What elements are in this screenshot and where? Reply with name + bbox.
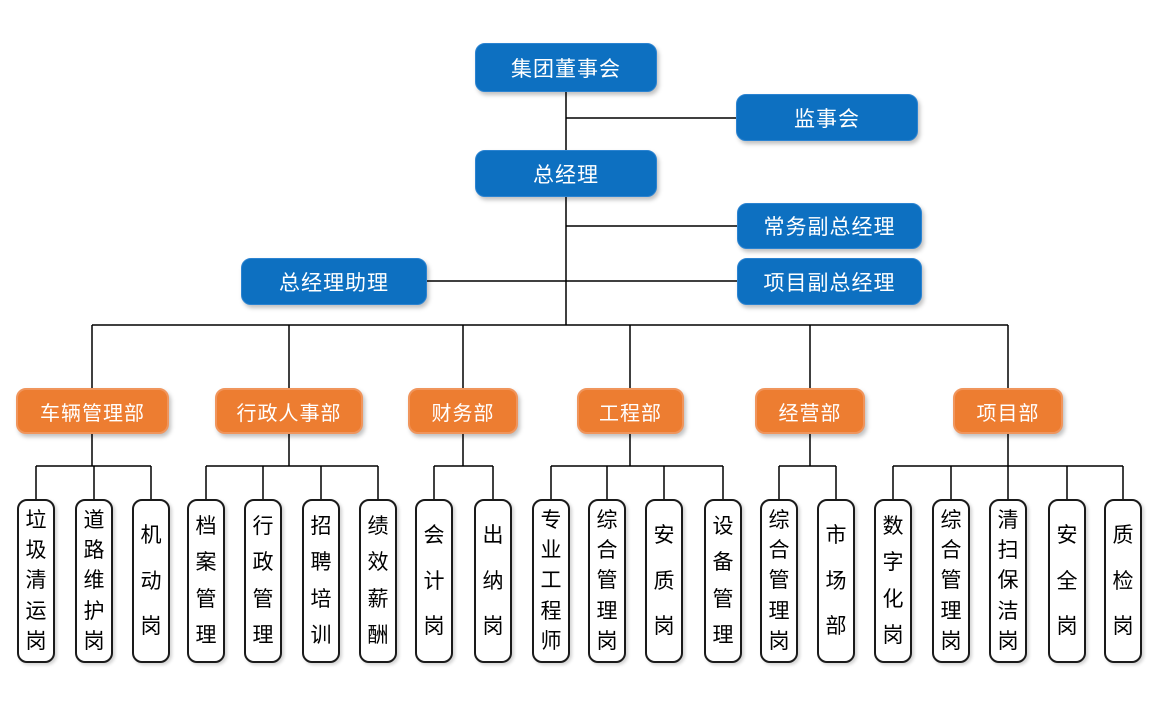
pos-cashier: 出纳岗: [474, 499, 512, 663]
pos-label: 绩效薪酬: [367, 515, 389, 647]
pos-market-department: 市场部: [817, 499, 855, 663]
pos-archives-management: 档案管理: [187, 499, 225, 663]
dept-admin-hr: 行政人事部: [215, 388, 363, 434]
pos-admin-management: 行政管理: [244, 499, 282, 663]
pos-label: 综合管理岗: [768, 509, 790, 653]
pos-accounting: 会计岗: [415, 499, 453, 663]
pos-performance-compensation: 绩效薪酬: [359, 499, 397, 663]
pos-label: 道路维护岗: [83, 509, 105, 653]
pos-recruitment-training: 招聘培训: [302, 499, 340, 663]
pos-professional-engineer: 专业工程师: [532, 499, 570, 663]
node-supervisory-board: 监事会: [736, 94, 918, 141]
pos-label: 综合管理岗: [596, 509, 618, 653]
node-general-manager-assistant: 总经理助理: [241, 258, 427, 305]
pos-label: 安质岗: [653, 524, 675, 638]
pos-safety: 安全岗: [1048, 499, 1086, 663]
pos-quality-inspection: 质检岗: [1104, 499, 1142, 663]
pos-label: 出纳岗: [482, 524, 504, 638]
pos-label: 垃圾清运岗: [25, 509, 47, 653]
pos-equipment-management: 设备管理: [704, 499, 742, 663]
pos-label: 清扫保洁岗: [997, 509, 1019, 653]
pos-digitalization: 数字化岗: [874, 499, 912, 663]
dept-operations: 经营部: [755, 388, 865, 434]
pos-road-maintenance: 道路维护岗: [75, 499, 113, 663]
pos-label: 市场部: [825, 524, 847, 638]
dept-finance: 财务部: [408, 388, 518, 434]
pos-label: 安全岗: [1056, 524, 1078, 638]
node-executive-deputy-general-manager: 常务副总经理: [737, 203, 922, 249]
pos-comprehensive-management-eng: 综合管理岗: [588, 499, 626, 663]
dept-vehicle-management: 车辆管理部: [16, 388, 169, 434]
pos-comprehensive-management-proj: 综合管理岗: [932, 499, 970, 663]
node-group-board-of-directors: 集团董事会: [475, 43, 657, 92]
pos-label: 招聘培训: [310, 515, 332, 647]
node-general-manager: 总经理: [475, 150, 657, 197]
pos-label: 行政管理: [252, 515, 274, 647]
pos-label: 综合管理岗: [940, 509, 962, 653]
pos-label: 质检岗: [1112, 524, 1134, 638]
dept-project: 项目部: [953, 388, 1063, 434]
pos-label: 机动岗: [140, 524, 162, 638]
pos-safety-quality: 安质岗: [645, 499, 683, 663]
pos-comprehensive-management-ops: 综合管理岗: [760, 499, 798, 663]
pos-label: 数字化岗: [882, 515, 904, 647]
pos-garbage-collection: 垃圾清运岗: [17, 499, 55, 663]
pos-label: 设备管理: [712, 515, 734, 647]
pos-label: 档案管理: [195, 515, 217, 647]
node-project-deputy-general-manager: 项目副总经理: [737, 258, 922, 305]
pos-label: 专业工程师: [540, 509, 562, 653]
dept-engineering: 工程部: [577, 388, 684, 434]
pos-label: 会计岗: [423, 524, 445, 638]
pos-mobile-duty: 机动岗: [132, 499, 170, 663]
pos-sweeping-cleaning: 清扫保洁岗: [989, 499, 1027, 663]
